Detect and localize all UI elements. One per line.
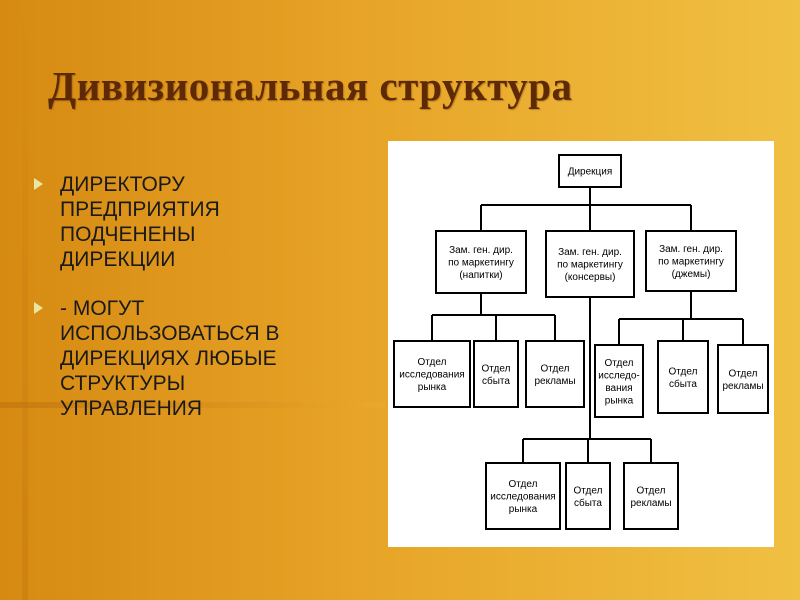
department-node-label: Отдел [669, 366, 698, 377]
department-node-label: рынка [605, 395, 634, 406]
bullet-item: ДИРЕКТОРУ ПРЕДПРИЯТИЯ ПОДЧЕНЕНЫ ДИРЕКЦИИ [34, 172, 374, 272]
department-node-box [473, 340, 519, 408]
bullet-arrow-icon [34, 302, 43, 314]
department-node-box [657, 340, 709, 414]
department-node-label: сбыта [669, 378, 697, 390]
department-node-label: сбыта [482, 375, 510, 387]
division-node-box [435, 230, 527, 294]
department-node-label: Отдел [509, 479, 538, 490]
decorative-horizontal-stripe [0, 402, 385, 408]
division-node-label: (напитки) [459, 270, 502, 281]
department-node-label: рекламы [722, 381, 763, 392]
department-node-label: Отдел [637, 485, 666, 496]
department-node-label: Отдел [574, 485, 603, 496]
root-node-direction-box [558, 154, 622, 188]
department-node-label: Отдел [541, 363, 570, 374]
bullet-text: - МОГУТ ИСПОЛЬЗОВАТЬСЯ В ДИРЕКЦИЯХ ЛЮБЫЕ… [60, 297, 280, 420]
department-node: Отдел рекламы [525, 340, 585, 408]
department-node-label: исследования [399, 370, 464, 381]
department-node-label: Отдел [418, 357, 447, 368]
department-node-box [485, 462, 561, 530]
decorative-vertical-stripe [22, 0, 28, 600]
division-node-label: Зам. ген. дир. [558, 247, 622, 258]
department-node-box [594, 344, 644, 418]
division-node-label: Зам. ген. дир. [449, 245, 513, 256]
department-node-box [565, 462, 611, 530]
department-node-box [623, 462, 679, 530]
bullet-text: ДИРЕКТОРУ ПРЕДПРИЯТИЯ ПОДЧЕНЕНЫ ДИРЕКЦИИ [60, 173, 220, 271]
division-node-label: по маркетингу [658, 257, 724, 268]
department-node-label: рекламы [630, 498, 671, 509]
division-node-label: (консервы) [565, 272, 616, 283]
bullet-list: ДИРЕКТОРУ ПРЕДПРИЯТИЯ ПОДЧЕНЕНЫ ДИРЕКЦИИ… [34, 172, 374, 445]
department-node-label: Отдел [482, 363, 511, 374]
department-node-box [525, 340, 585, 408]
division-node-label: Зам. ген. дир. [659, 244, 723, 255]
department-node-box [393, 340, 471, 408]
division-node: Зам. ген. дир. по маркетингу(джемы) [645, 230, 737, 292]
bullet-arrow-icon [34, 178, 43, 190]
department-node-label: Отдел [729, 368, 758, 379]
department-node-label: сбыта [574, 497, 602, 509]
division-node-box [545, 230, 635, 298]
department-node-label: исследо- [598, 370, 640, 381]
department-node-box [717, 344, 769, 414]
root-node-direction-label: Дирекция [568, 167, 613, 178]
department-node-label: Отдел [605, 358, 634, 369]
department-node-label: вания [605, 383, 632, 394]
division-node: Зам. ген. дир. по маркетингу(консервы) [545, 230, 635, 298]
department-node-label: рекламы [534, 376, 575, 387]
department-node: Отдел рекламы [717, 344, 769, 414]
department-node-label: рынка [509, 504, 538, 515]
division-node-label: по маркетингу [557, 260, 623, 271]
root-node-direction: Дирекция [558, 154, 622, 188]
department-node-label: рынка [418, 382, 447, 393]
division-node-box [645, 230, 737, 292]
division-node-label: (джемы) [672, 269, 711, 280]
department-node: Отдел рекламы [623, 462, 679, 530]
bullet-item: - МОГУТ ИСПОЛЬЗОВАТЬСЯ В ДИРЕКЦИЯХ ЛЮБЫЕ… [34, 296, 374, 421]
slide-title: Дивизиональная структура [48, 63, 573, 109]
division-node: Зам. ген. дир. по маркетингу(напитки) [435, 230, 527, 294]
division-node-label: по маркетингу [448, 258, 514, 269]
department-node-label: исследования [490, 492, 555, 503]
